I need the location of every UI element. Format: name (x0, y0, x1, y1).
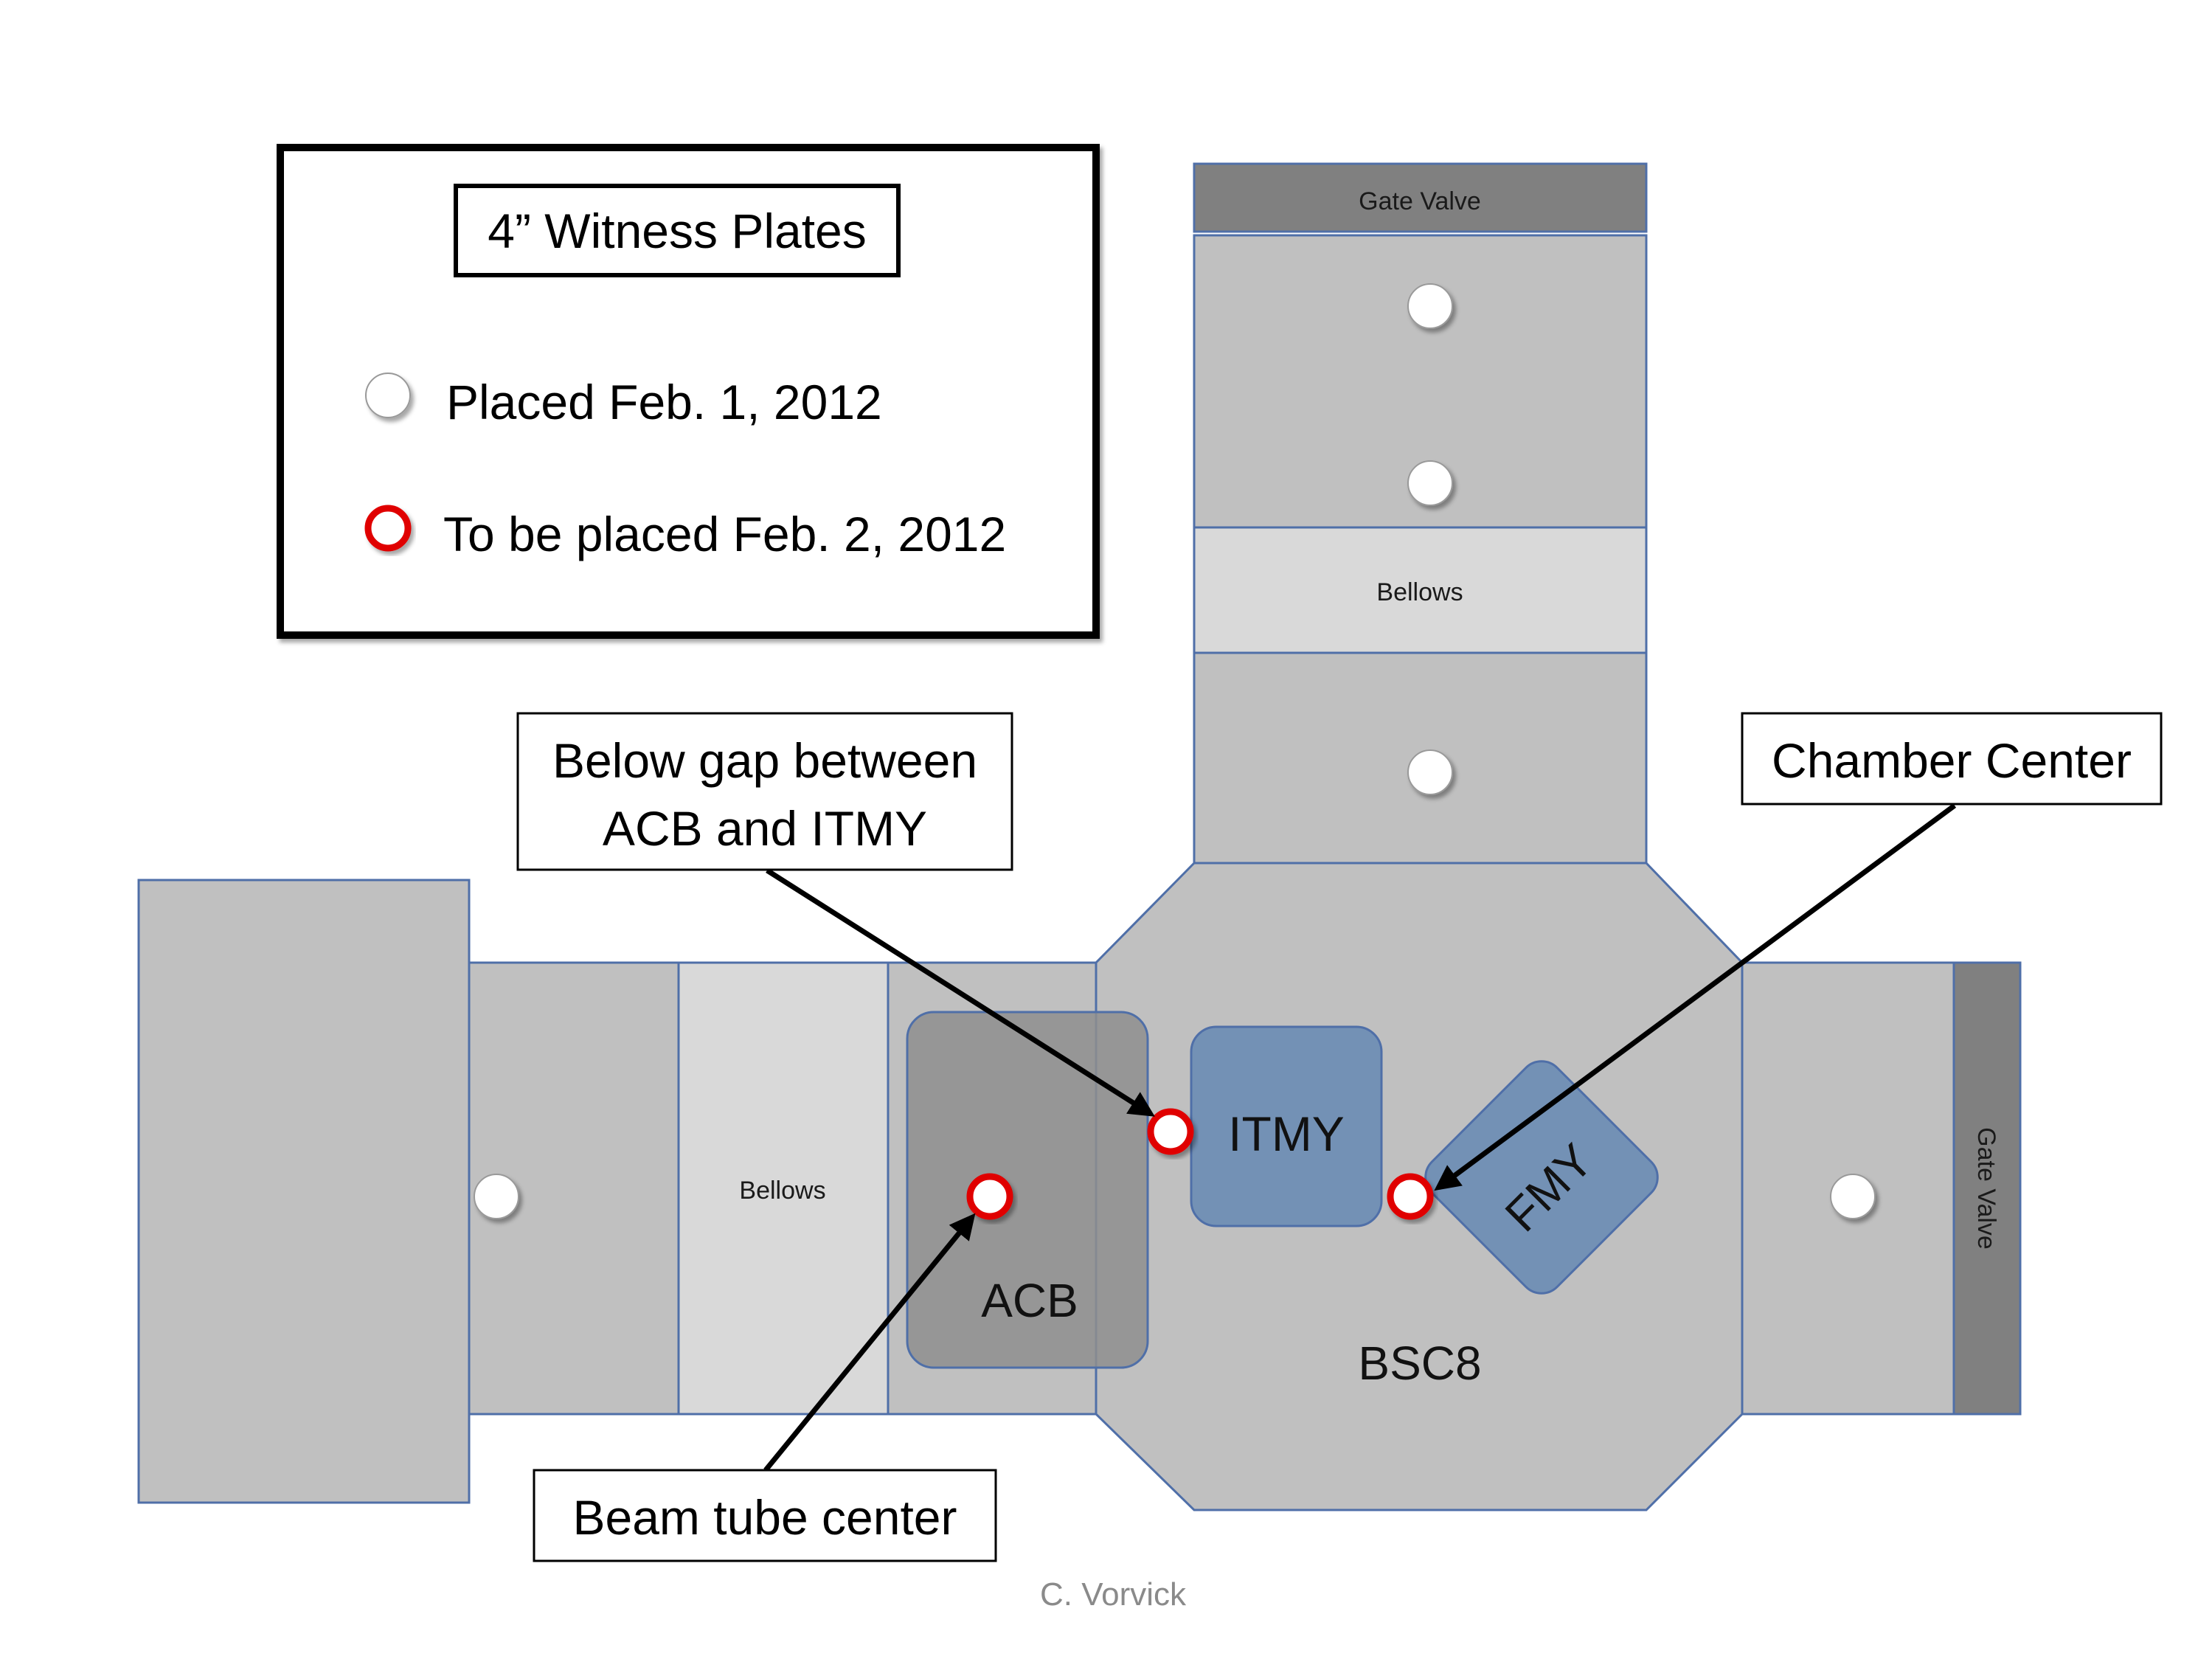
credit-text: C. Vorvick (1040, 1576, 1187, 1613)
callout-below-gap-line1: Below gap between (552, 733, 977, 788)
placed-plate-top-lower (1407, 749, 1453, 795)
placed-plate-top-upper (1407, 283, 1453, 329)
placed-plate-left-tube (474, 1174, 519, 1219)
callout-chamber-center-text: Chamber Center (1772, 733, 2132, 788)
legend-title: 4” Witness Plates (488, 204, 867, 258)
acb-block (906, 1011, 1149, 1369)
arrow-beam-tube-center (763, 1213, 976, 1472)
legend-todo-text: To be placed Feb. 2, 2012 (443, 507, 1006, 561)
bsc8-label: BSC8 (1358, 1337, 1481, 1390)
legend-todo-marker (364, 505, 412, 552)
arrow-chamber-center (1434, 803, 1957, 1191)
right-gate-valve (1952, 961, 2022, 1416)
left-bellows (677, 961, 890, 1416)
top-bellows (1193, 526, 1648, 654)
callout-chamber-center-box (1741, 712, 2163, 806)
arrow-below-gap (766, 868, 1155, 1117)
gate-valve-top-label: Gate Valve (1359, 187, 1481, 215)
gate-valve-right-label: Gate Valve (1972, 1127, 2000, 1250)
callout-below-gap-box (516, 712, 1013, 871)
legend-title-box (454, 184, 901, 277)
fmy-block (1424, 1060, 1659, 1295)
callout-beam-tube-center-box (533, 1469, 997, 1562)
bellows-top-label: Bellows (1376, 578, 1463, 606)
todo-plate-acb-itmy-gap (1147, 1108, 1194, 1155)
todo-plate-chamber-center (1387, 1173, 1434, 1220)
itmy-label: ITMY (1228, 1106, 1345, 1161)
callout-below-gap-line2: ACB and ITMY (603, 801, 927, 856)
left-end-block (137, 879, 471, 1504)
todo-plate-beam-tube-center (966, 1173, 1013, 1220)
placed-plate-top-middle (1407, 460, 1453, 506)
legend-box (277, 144, 1100, 639)
legend-placed-marker (365, 373, 411, 418)
top-gate-valve (1193, 162, 1648, 233)
acb-label: ACB (981, 1274, 1078, 1327)
placed-plate-right-tube (1830, 1174, 1876, 1219)
legend-placed-text: Placed Feb. 1, 2012 (446, 375, 882, 429)
bellows-left-label: Bellows (739, 1177, 825, 1205)
callout-beam-tube-center-text: Beam tube center (573, 1490, 957, 1545)
